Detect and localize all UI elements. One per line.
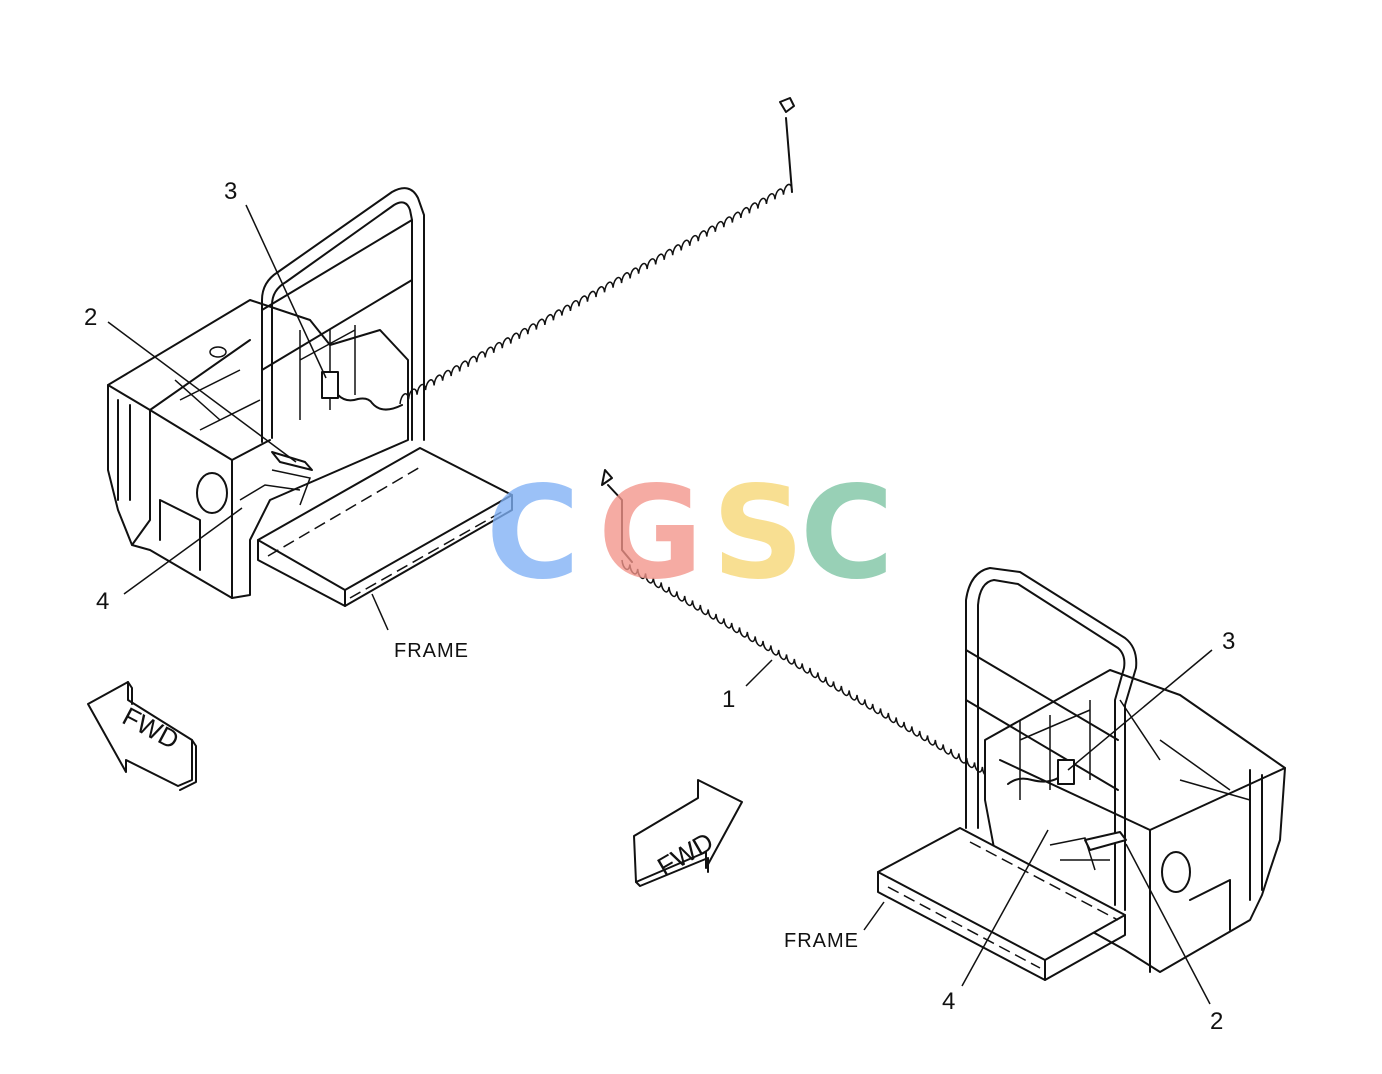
lower-cord-end — [601, 469, 633, 563]
left-leader-3 — [245, 204, 327, 379]
callout-right-3: 3 — [1222, 628, 1236, 655]
right-leader-3 — [1067, 649, 1213, 771]
left-guard-rail — [261, 187, 425, 443]
left-leader-4 — [123, 507, 243, 595]
right-assembly — [863, 567, 1286, 1005]
callout-right-2: 2 — [1210, 1008, 1224, 1035]
leader-1 — [745, 659, 773, 687]
right-block-hole — [1161, 851, 1191, 893]
right-guard-rail — [965, 567, 1138, 911]
upper-cord-end — [779, 97, 795, 193]
left-leader-2 — [107, 321, 297, 463]
watermark-letter-s: S — [712, 459, 805, 608]
left-assembly — [107, 187, 513, 631]
callout-left-4: 4 — [96, 588, 110, 615]
lower-coiled-cord — [621, 559, 999, 782]
right-leader-4 — [961, 829, 1049, 987]
upper-coiled-cord — [399, 183, 793, 405]
left-plug — [271, 451, 313, 471]
watermark-letter-c2: C — [800, 459, 894, 608]
callout-1: 1 — [722, 686, 736, 713]
watermark-letter-g: G — [598, 459, 704, 608]
frame-label-right: FRAME — [784, 930, 859, 952]
right-switch-box — [1057, 759, 1075, 785]
watermark-letter-c1: C — [486, 459, 580, 608]
fwd-arrow-left: FWD — [87, 681, 197, 791]
right-leader-2 — [1125, 843, 1211, 1005]
left-block-hole — [196, 472, 228, 514]
left-switch-box — [321, 371, 339, 399]
left-frame-leader — [371, 593, 389, 631]
callout-right-4: 4 — [942, 988, 956, 1015]
callout-left-3: 3 — [224, 178, 238, 205]
fwd-arrow-right: FWD — [633, 779, 743, 887]
frame-label-left: FRAME — [394, 640, 469, 662]
callout-left-2: 2 — [84, 304, 98, 331]
right-frame-leader — [863, 901, 885, 931]
